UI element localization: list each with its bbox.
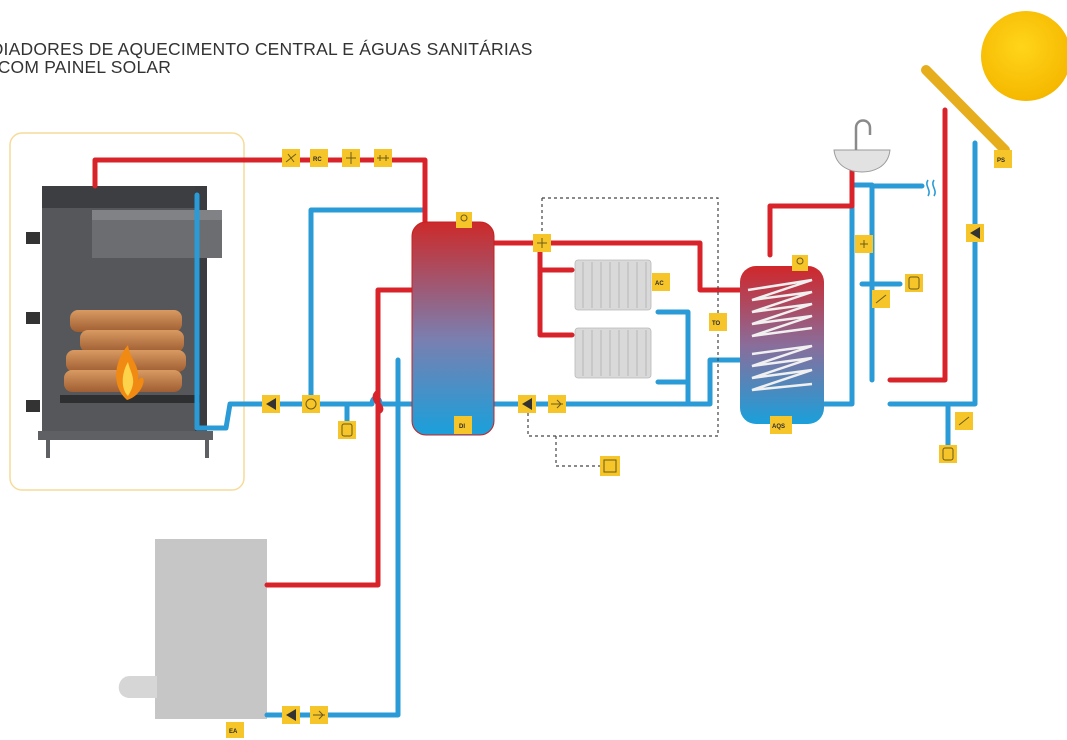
thermometer-tag-aqs bbox=[792, 255, 808, 271]
thermometer-icon-aqs bbox=[796, 257, 804, 265]
ea-tag bbox=[226, 722, 244, 738]
title-line-2: DO COM PAINEL SOLAR bbox=[0, 57, 172, 77]
mixer-icon bbox=[860, 240, 868, 248]
to-tag bbox=[709, 313, 727, 331]
ps-label: PS bbox=[997, 158, 1005, 164]
expansion-vessel-icon-3 bbox=[942, 447, 954, 461]
motor-valve-icon bbox=[346, 152, 356, 164]
cold-water-pipes bbox=[194, 140, 978, 718]
hot-water-outlet-icon bbox=[926, 179, 936, 197]
hot-water-pipes bbox=[92, 107, 948, 588]
auxiliary-boiler bbox=[118, 539, 267, 719]
to-label: TO bbox=[712, 321, 721, 327]
pump-icon-1 bbox=[266, 398, 276, 410]
ac-tag bbox=[652, 273, 670, 291]
ea-label: EA bbox=[229, 729, 238, 735]
gauge-tag bbox=[302, 395, 320, 413]
solar-panel bbox=[921, 65, 1010, 155]
aqs-coil bbox=[747, 278, 813, 392]
title-line-1: RADIADORES DE AQUECIMENTO CENTRAL E ÁGUA… bbox=[0, 39, 533, 59]
sink bbox=[833, 119, 891, 173]
buffer-tank-di bbox=[411, 221, 495, 436]
pump-icon-2 bbox=[522, 398, 532, 410]
thermometer-tag-di bbox=[456, 212, 472, 228]
valve-icon bbox=[285, 153, 297, 163]
check-valve-icon-2 bbox=[551, 399, 563, 409]
wood-boiler bbox=[26, 186, 222, 458]
solar-pump-icon bbox=[970, 227, 980, 239]
di-tag bbox=[454, 416, 472, 434]
di-label: DI bbox=[459, 424, 465, 430]
three-way-valve-icon bbox=[537, 238, 547, 248]
pump-icon-3 bbox=[286, 709, 296, 721]
expansion-vessel-icon-2 bbox=[908, 276, 920, 290]
safety-valve-icon-1 bbox=[875, 294, 887, 304]
rc-label: RC bbox=[313, 157, 322, 163]
ps-tag bbox=[994, 150, 1012, 168]
controller-icon bbox=[603, 459, 617, 473]
sensor-icon bbox=[377, 155, 389, 161]
expansion-vessel-icon-1 bbox=[341, 423, 353, 437]
gauge-icon bbox=[305, 398, 317, 410]
ac-label: AC bbox=[655, 281, 664, 287]
diagram-title: RADIADORES DE AQUECIMENTO CENTRAL E ÁGUA… bbox=[0, 40, 726, 76]
aqs-label: AQS bbox=[772, 424, 785, 430]
check-valve-icon-3 bbox=[313, 710, 325, 720]
component-tags: RC DI AC TO AQS bbox=[226, 149, 1012, 738]
aqs-tag bbox=[770, 416, 792, 434]
controller-tag bbox=[600, 456, 620, 476]
thermometer-icon-di bbox=[460, 214, 468, 222]
radiators-ac bbox=[574, 259, 652, 379]
rc-tag bbox=[310, 149, 328, 167]
sun bbox=[981, 11, 1067, 101]
safety-valve-icon-2 bbox=[958, 416, 970, 426]
